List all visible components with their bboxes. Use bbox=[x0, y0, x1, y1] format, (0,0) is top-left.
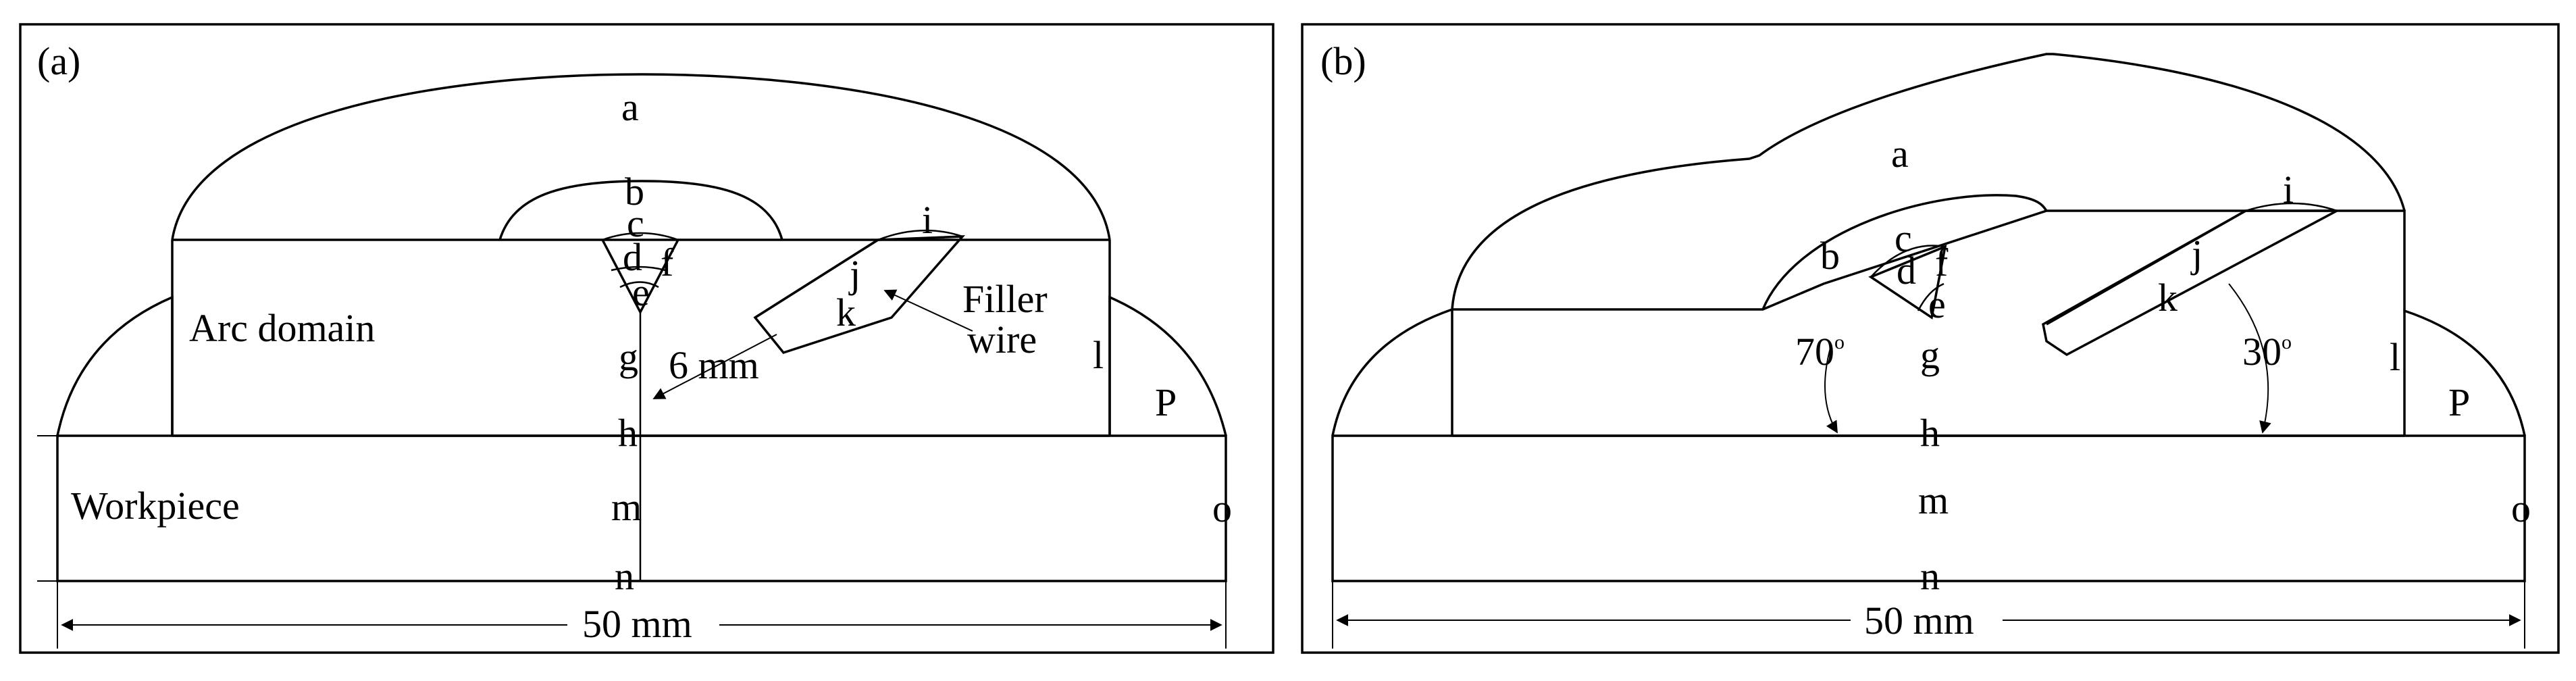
width-label-a: 50 mm bbox=[582, 602, 692, 646]
label-o-b: o bbox=[2511, 486, 2531, 530]
panel-b-frame bbox=[1301, 23, 2560, 654]
label-a: a bbox=[621, 85, 639, 129]
label-l: l bbox=[1093, 333, 1104, 377]
filler-wire-edge-b bbox=[2046, 209, 2246, 326]
label-f-b: f bbox=[1935, 241, 1949, 284]
left-flank-b bbox=[1331, 307, 1453, 436]
label-i-b: i bbox=[2283, 168, 2294, 211]
label-g-b: g bbox=[1920, 333, 1940, 377]
label-l-b: l bbox=[2390, 335, 2400, 379]
label-d: d bbox=[623, 235, 642, 279]
panel-a-tag: (a) bbox=[37, 39, 80, 83]
domain-top-b bbox=[1452, 209, 2406, 311]
right-flank-P bbox=[1108, 295, 1227, 436]
filler-label-2: wire bbox=[967, 318, 1037, 361]
label-d-b: d bbox=[1897, 249, 1916, 293]
filler-wire-edge bbox=[754, 238, 879, 319]
filler-tip-i-b bbox=[2245, 202, 2338, 212]
panel-b: (b) a b c d f e g h m n i j k bbox=[1301, 23, 2560, 654]
label-h: h bbox=[618, 411, 638, 455]
label-P-b: P bbox=[2448, 380, 2470, 424]
label-h-b: h bbox=[1920, 411, 1940, 455]
label-b-b: b bbox=[1820, 234, 1840, 278]
six-mm-leader bbox=[652, 334, 777, 399]
outer-dome-a bbox=[171, 73, 1111, 241]
label-e-b: e bbox=[1928, 282, 1946, 326]
filler-leader bbox=[883, 289, 973, 332]
label-i: i bbox=[922, 198, 933, 242]
filler-wire-b bbox=[2042, 209, 2338, 357]
label-a-b: a bbox=[1891, 132, 1909, 176]
cone-top-arc-b bbox=[1870, 245, 1946, 278]
label-m-b: m bbox=[1918, 478, 1949, 522]
label-c: c bbox=[627, 201, 644, 245]
torch-cone-b bbox=[1868, 245, 1947, 320]
outer-dome-a-b bbox=[1451, 53, 2406, 310]
label-k-b: k bbox=[2158, 276, 2178, 320]
angle-70-label: 70o bbox=[1795, 330, 1845, 374]
inner-dome-b-b bbox=[1761, 194, 2048, 310]
width-label-b: 50 mm bbox=[1864, 599, 1974, 642]
six-mm-label: 6 mm bbox=[669, 343, 759, 387]
panel-a: (a) a b c d f e g bbox=[19, 23, 1274, 654]
label-P: P bbox=[1155, 380, 1177, 424]
label-e: e bbox=[632, 270, 650, 314]
arc-domain-label: Arc domain bbox=[189, 306, 375, 350]
angle-30-label: 30o bbox=[2242, 330, 2292, 374]
label-c-b: c bbox=[1895, 216, 1912, 260]
cone-low-arc bbox=[619, 281, 659, 288]
angle-arc-30 bbox=[2228, 283, 2271, 434]
workpiece-label: Workpiece bbox=[71, 484, 240, 528]
cone-low-arc-b bbox=[1917, 282, 1944, 311]
label-k: k bbox=[836, 291, 856, 334]
panel-b-tag: (b) bbox=[1320, 39, 1366, 83]
label-g: g bbox=[619, 335, 638, 379]
label-o: o bbox=[1212, 486, 1232, 530]
right-flank-P-b bbox=[2403, 309, 2526, 436]
label-n: n bbox=[615, 554, 634, 598]
label-j-b: j bbox=[2190, 232, 2203, 276]
cone-mid-arc bbox=[611, 266, 666, 272]
left-flank bbox=[56, 295, 174, 436]
label-j: j bbox=[848, 252, 860, 296]
inner-dome-b bbox=[498, 180, 783, 241]
label-m: m bbox=[611, 485, 642, 529]
filler-label-1: Filler bbox=[962, 277, 1048, 321]
label-b: b bbox=[625, 170, 644, 213]
panel-a-frame bbox=[19, 23, 1274, 654]
label-f: f bbox=[661, 241, 674, 284]
angle-arc-70 bbox=[1824, 347, 1838, 434]
filler-tip-i bbox=[877, 229, 963, 241]
label-n-b: n bbox=[1920, 554, 1940, 598]
cone-top-arc bbox=[602, 232, 679, 241]
